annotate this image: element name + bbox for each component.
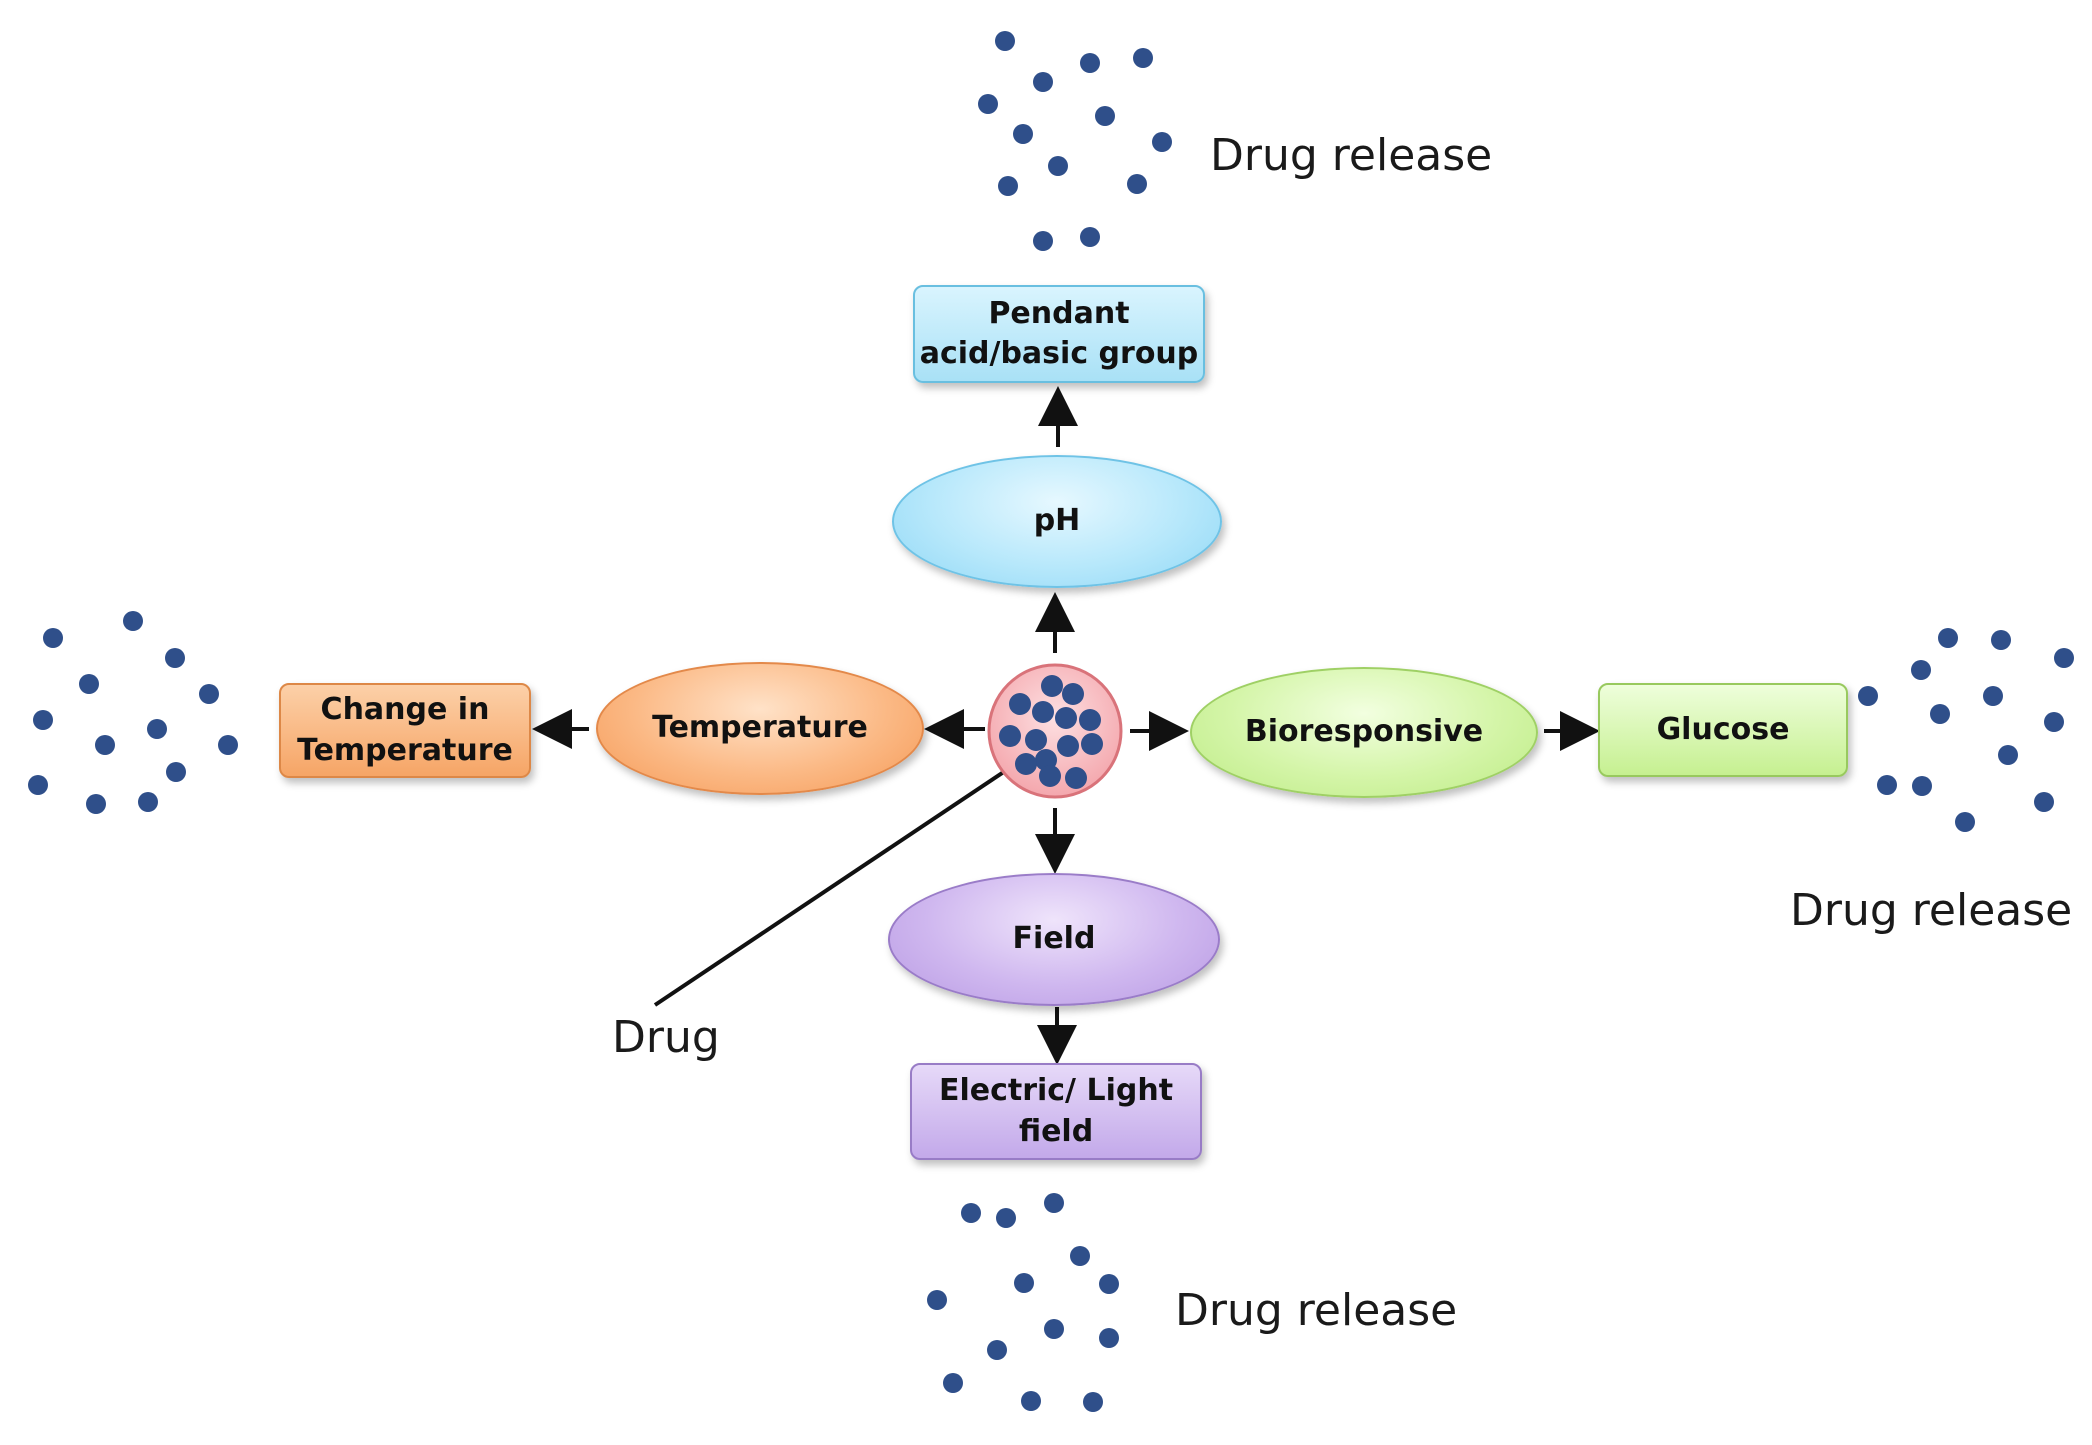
cluster-right-dot [1998, 745, 2018, 765]
cluster-bottom-dot [943, 1373, 963, 1393]
cluster-left-dot [28, 775, 48, 795]
cluster-bottom-dot [1044, 1193, 1064, 1213]
drug-label: Drug [612, 1012, 720, 1063]
carrier-dots-dot [1025, 729, 1047, 751]
cluster-top-dot [1095, 106, 1115, 126]
carrier-dots-dot [1041, 675, 1063, 697]
cluster-left-dot [123, 611, 143, 631]
cluster-bottom-dot [987, 1340, 1007, 1360]
arrow-drug-pointer [653, 738, 1054, 1007]
carrier-dots-dot [1081, 733, 1103, 755]
cluster-right-dot [2044, 712, 2064, 732]
cluster-bottom-dot [1099, 1328, 1119, 1348]
carrier-dots-dot [1057, 735, 1079, 757]
carrier-dots-dot [1062, 683, 1084, 705]
carrier-dots-dot [1032, 701, 1054, 723]
carrier-dots-dot [999, 725, 1021, 747]
cluster-bottom-dot [1021, 1391, 1041, 1411]
cluster-right-dot [1938, 628, 1958, 648]
arrows [532, 386, 1600, 1065]
cluster-bottom-dot [927, 1290, 947, 1310]
drug-dots-right [1858, 628, 2074, 832]
cluster-right-dot [2054, 648, 2074, 668]
cluster-bottom-dot [1099, 1274, 1119, 1294]
carrier-dots-dot [1015, 753, 1037, 775]
ph-stimulus-ellipse: pH [892, 455, 1222, 588]
drug-release-label-bottom: Drug release [1175, 1285, 1458, 1336]
cluster-top-dot [1080, 227, 1100, 247]
cluster-top-dot [1152, 132, 1172, 152]
cluster-right-dot [1912, 776, 1932, 796]
carrier-drug-dots [999, 675, 1103, 789]
cluster-left-dot [86, 794, 106, 814]
cluster-bottom-dot [1044, 1319, 1064, 1339]
cluster-bottom-dot [961, 1203, 981, 1223]
cluster-right-dot [1955, 812, 1975, 832]
electric-light-field-box: Electric/ Light field [910, 1063, 1202, 1160]
drug-dots-bottom [927, 1193, 1119, 1412]
cluster-top-dot [1080, 53, 1100, 73]
carrier-dots-dot [1009, 693, 1031, 715]
carrier-dots-dot [1079, 709, 1101, 731]
cluster-left-dot [79, 674, 99, 694]
cluster-top-dot [998, 176, 1018, 196]
cluster-right-dot [1911, 660, 1931, 680]
cluster-top-dot [1127, 174, 1147, 194]
drug-release-label-top: Drug release [1210, 130, 1493, 181]
cluster-top-dot [1033, 72, 1053, 92]
cluster-left-dot [95, 735, 115, 755]
cluster-right-dot [1991, 630, 2011, 650]
drug-dots-left [28, 611, 238, 814]
drug-dots-top [978, 31, 1172, 251]
cluster-left-dot [165, 648, 185, 668]
cluster-right-dot [1983, 686, 2003, 706]
cluster-top-dot [1013, 124, 1033, 144]
carrier-dots-dot [1055, 707, 1077, 729]
cluster-top-dot [1133, 48, 1153, 68]
cluster-right-dot [1930, 704, 1950, 724]
cluster-right-dot [2034, 792, 2054, 812]
cluster-left-dot [138, 792, 158, 812]
cluster-left-dot [43, 628, 63, 648]
pendant-group-box: Pendant acid/basic group [913, 285, 1205, 383]
cluster-top-dot [995, 31, 1015, 51]
cluster-top-dot [1048, 156, 1068, 176]
cluster-right-dot [1877, 775, 1897, 795]
field-stimulus-ellipse: Field [888, 873, 1220, 1006]
cluster-top-dot [1033, 231, 1053, 251]
glucose-box: Glucose [1598, 683, 1848, 777]
cluster-right-dot [1858, 686, 1878, 706]
cluster-left-dot [33, 710, 53, 730]
carrier-dots-dot [1065, 767, 1087, 789]
temperature-stimulus-ellipse: Temperature [596, 662, 924, 795]
cluster-bottom-dot [1083, 1392, 1103, 1412]
cluster-bottom-dot [1014, 1273, 1034, 1293]
bioresponsive-stimulus-ellipse: Bioresponsive [1190, 667, 1538, 798]
drug-release-label-right: Drug release [1790, 885, 2073, 936]
cluster-left-dot [199, 684, 219, 704]
change-in-temperature-box: Change in Temperature [279, 683, 531, 778]
cluster-left-dot [218, 735, 238, 755]
cluster-left-dot [166, 762, 186, 782]
cluster-left-dot [147, 719, 167, 739]
cluster-bottom-dot [996, 1208, 1016, 1228]
cluster-top-dot [978, 94, 998, 114]
carrier-dots-dot [1039, 765, 1061, 787]
cluster-bottom-dot [1070, 1246, 1090, 1266]
